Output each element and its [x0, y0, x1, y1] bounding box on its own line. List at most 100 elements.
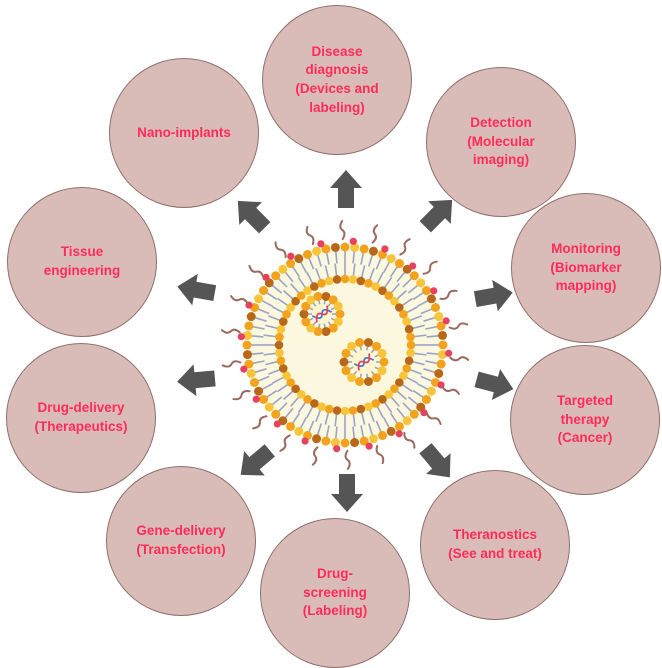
node-drug-screening: Drug- screening (Labeling) [260, 518, 410, 668]
node-label-line: Theranostics [448, 526, 542, 545]
lipid-head [341, 349, 350, 358]
lipid-head [336, 310, 345, 319]
lipid-head [364, 377, 373, 386]
lipid-head [243, 341, 252, 350]
node-label-line: (See and treat) [448, 545, 542, 564]
lipid-head [350, 438, 359, 447]
arrow-icon [176, 362, 217, 397]
lipid-head [378, 349, 387, 358]
peg-chain [377, 446, 384, 463]
lipid-head [333, 275, 342, 284]
lipid-head [439, 341, 448, 350]
node-label-line: (Labeling) [303, 602, 368, 621]
lipid-head [294, 254, 303, 263]
lipid-head [254, 387, 263, 396]
node-label: Tissue engineering [44, 243, 121, 280]
peg-chain [450, 357, 468, 360]
lipid-head [364, 338, 373, 347]
node-label-line: (Cancer) [557, 429, 613, 448]
arrow-icon [472, 277, 515, 315]
lipid-head [312, 247, 321, 256]
lipid-head [317, 240, 324, 247]
arrow-icon [472, 364, 517, 405]
node-label: Monitoring (Biomarker mapping) [550, 240, 621, 296]
lipid-head [356, 277, 365, 286]
node-tissue-engineering: Tissue engineering [7, 187, 157, 337]
lipid-head [406, 333, 415, 342]
lipid-head [274, 420, 281, 427]
node-label-line: screening [303, 584, 368, 603]
node-label: Nano-implants [137, 124, 231, 143]
lipid-head [434, 312, 443, 321]
node-label-line: Nano-implants [137, 124, 231, 143]
lipid-head [250, 378, 259, 387]
peg-chain [424, 262, 437, 274]
node-label: Drug-delivery (Therapeutics) [34, 399, 127, 436]
lipid-head [303, 250, 312, 259]
node-label-line: Targeted [557, 392, 613, 411]
lipid-head [301, 437, 308, 444]
node-label-line: Gene-delivery [136, 522, 225, 541]
lipid-head [378, 431, 387, 440]
lipid-head [286, 259, 295, 268]
lipid-head [438, 331, 447, 340]
lipid-head [410, 271, 419, 280]
lipid-head [340, 358, 349, 367]
node-label-line: Drug- [303, 565, 368, 584]
node-label-line: labeling) [295, 99, 378, 118]
node-label-line: (Devices and [295, 80, 378, 99]
peg-chain [340, 221, 344, 239]
lipid-head [349, 275, 358, 284]
node-label: Disease diagnosis (Devices and labeling) [295, 43, 378, 118]
lipid-head [369, 247, 378, 256]
lipid-head [355, 377, 364, 386]
lipid-head [247, 312, 256, 321]
lipid-head [430, 287, 437, 294]
arrow-shape [175, 271, 218, 309]
node-label: Targeted therapy (Cancer) [557, 392, 613, 448]
lipid-head [275, 341, 284, 350]
lipid-head [443, 317, 450, 324]
lipid-head [254, 294, 263, 303]
lipid-head [341, 243, 350, 252]
arrow-icon [227, 190, 276, 239]
node-label-line: engineering [44, 262, 121, 281]
node-targeted-therapy: Targeted therapy (Cancer) [510, 345, 660, 495]
lipid-head [366, 443, 373, 450]
node-theranostics: Theranostics (See and treat) [420, 470, 570, 620]
node-label-line: (Molecular [467, 133, 535, 152]
lipid-head [427, 294, 436, 303]
node-label-line: (Biomarker [550, 259, 621, 278]
lipid-head [409, 262, 416, 269]
lipid-head [406, 349, 415, 358]
lipid-head [277, 325, 286, 334]
lipid-head [301, 317, 310, 326]
arrow-shape [331, 474, 363, 512]
lipid-head [253, 396, 260, 403]
lipid-head [275, 333, 284, 342]
peg-chain [233, 391, 249, 399]
node-label-line: Detection [467, 114, 535, 133]
lipid-head [333, 406, 342, 415]
peg-chain [276, 242, 286, 257]
lipid-head [259, 286, 268, 295]
arrow-shape [227, 190, 276, 239]
peg-chain [222, 330, 240, 333]
lipid-head [312, 434, 321, 443]
peg-chain [313, 447, 318, 464]
node-drug-delivery: Drug-delivery (Therapeutics) [6, 343, 156, 493]
lipid-head [372, 373, 381, 382]
node-monitoring: Monitoring (Biomarker mapping) [511, 193, 661, 343]
lipid-head [259, 395, 268, 404]
lipid-head [325, 405, 334, 414]
lipid-head [341, 275, 350, 284]
node-label: Gene-delivery (Transfection) [136, 522, 225, 559]
peg-chain [440, 291, 456, 299]
peg-chain [427, 413, 441, 424]
lipid-head [360, 244, 369, 253]
lipid-head [434, 369, 443, 378]
node-label-line: (Therapeutics) [34, 418, 127, 437]
lipid-head [286, 422, 295, 431]
lipid-head [341, 439, 350, 448]
